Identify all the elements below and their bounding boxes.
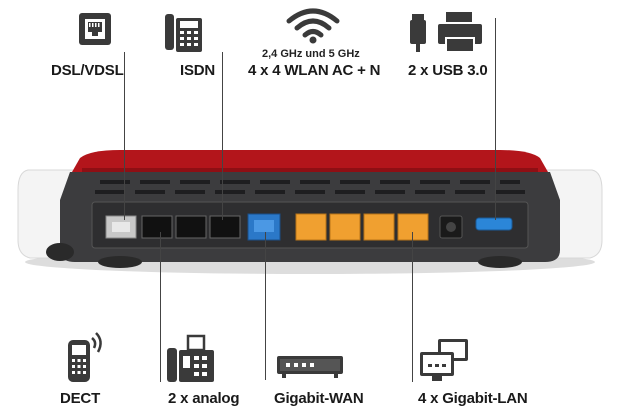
fax-phone-icon <box>167 334 214 382</box>
connector-lan <box>412 232 413 382</box>
usb-label: 2 x USB 3.0 <box>408 62 488 79</box>
wifi-icon <box>286 8 340 44</box>
isdn-label: ISDN <box>180 62 216 79</box>
modem-icon <box>277 356 343 378</box>
desk-phone-icon <box>165 14 202 52</box>
connector-isdn <box>222 52 223 220</box>
wan-label: Gigabit-WAN <box>274 390 364 407</box>
lan-label: 4 x Gigabit-LAN <box>418 390 528 407</box>
connector-usb <box>495 18 496 220</box>
connector-dsl <box>124 52 125 220</box>
dect-label: DECT <box>60 390 101 407</box>
computer-network-icon <box>420 339 468 381</box>
connector-analog <box>265 232 266 380</box>
usb-printer-icon <box>410 12 482 53</box>
wlan-band-sublabel: 2,4 GHz und 5 GHz <box>262 48 360 60</box>
cordless-phone-icon <box>68 332 102 382</box>
dsl-label: DSL/VDSL <box>51 62 124 79</box>
wlan-label: 4 x 4 WLAN AC + N <box>248 62 381 79</box>
ethernet-port-icon <box>79 13 111 45</box>
analog-label: 2 x analog <box>168 390 240 407</box>
connector-dect <box>160 232 161 382</box>
